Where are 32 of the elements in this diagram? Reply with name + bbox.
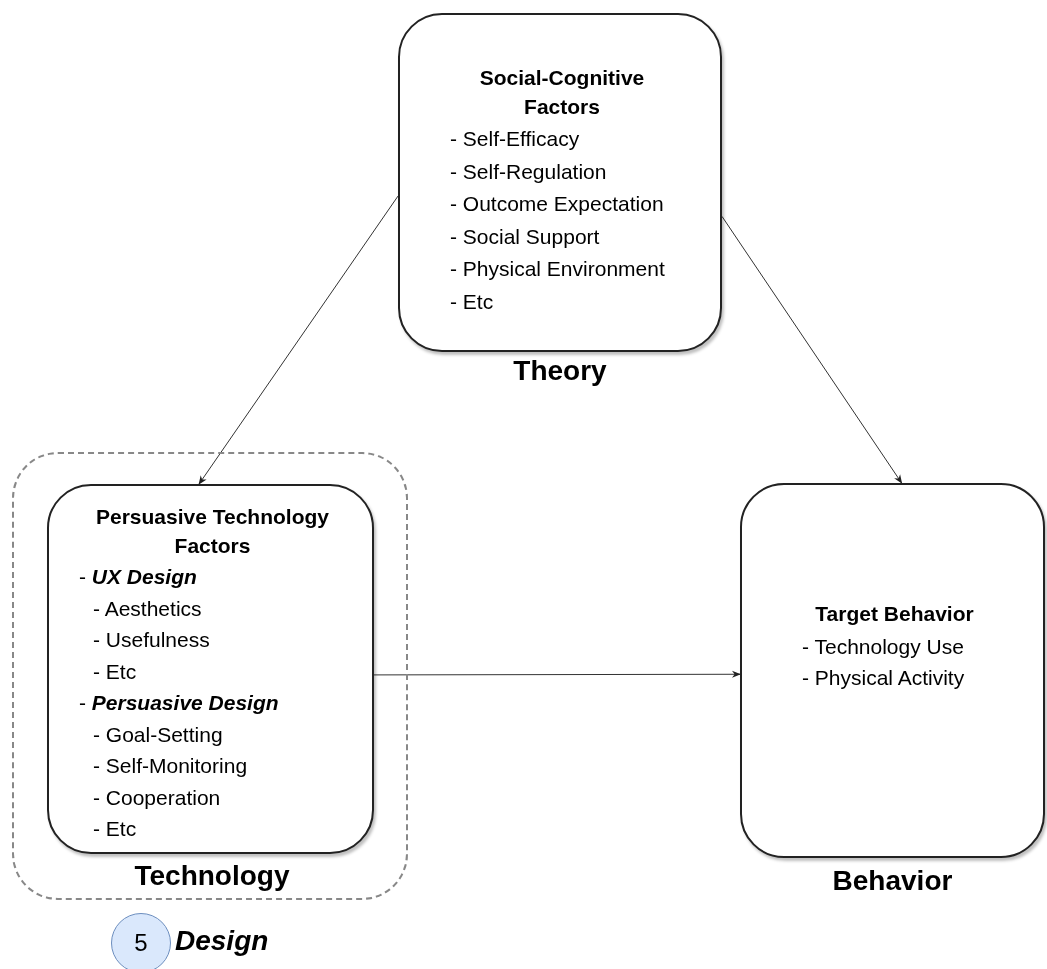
- list-item: - Usefulness: [93, 627, 210, 653]
- list-item: - Etc: [93, 816, 137, 842]
- list-item: - Persuasive Design: [79, 690, 279, 716]
- step-number-circle: 5: [111, 913, 171, 969]
- list-item: - UX Design: [79, 564, 197, 590]
- list-item: - Self-Monitoring: [93, 753, 248, 779]
- list-item: - Physical Activity: [802, 665, 965, 691]
- box-caption: Design: [175, 925, 269, 957]
- list-item: - Self-Regulation: [450, 158, 607, 185]
- list-item: - Technology Use: [802, 634, 964, 660]
- list-item: - Goal-Setting: [93, 721, 223, 748]
- box-heading: Social-Cognitive Factors: [478, 65, 646, 120]
- list-item: - Etc: [93, 658, 137, 685]
- rounded-box: [398, 13, 722, 352]
- arrow: [373, 670, 741, 678]
- list-item: - Outcome Expectation: [450, 191, 664, 217]
- rounded-box: [47, 484, 374, 854]
- box-caption: Behavior: [831, 865, 954, 897]
- list-item: - Cooperation: [93, 784, 221, 811]
- dashed-group-box: [12, 452, 408, 900]
- box-caption: Theory: [512, 355, 608, 387]
- list-item: - Physical Environment: [450, 256, 665, 282]
- arrow: [721, 215, 903, 484]
- rounded-box: [740, 483, 1045, 858]
- list-item: - Self-Efficacy: [450, 126, 580, 152]
- list-item: - Social Support: [450, 223, 600, 250]
- arrow: [198, 195, 399, 485]
- list-item: - Etc: [450, 288, 494, 315]
- group-label: Technology: [133, 860, 291, 892]
- list-item: - Aesthetics: [93, 595, 202, 622]
- box-heading: Target Behavior: [814, 601, 975, 627]
- box-heading: Persuasive Technology Factors: [95, 504, 330, 559]
